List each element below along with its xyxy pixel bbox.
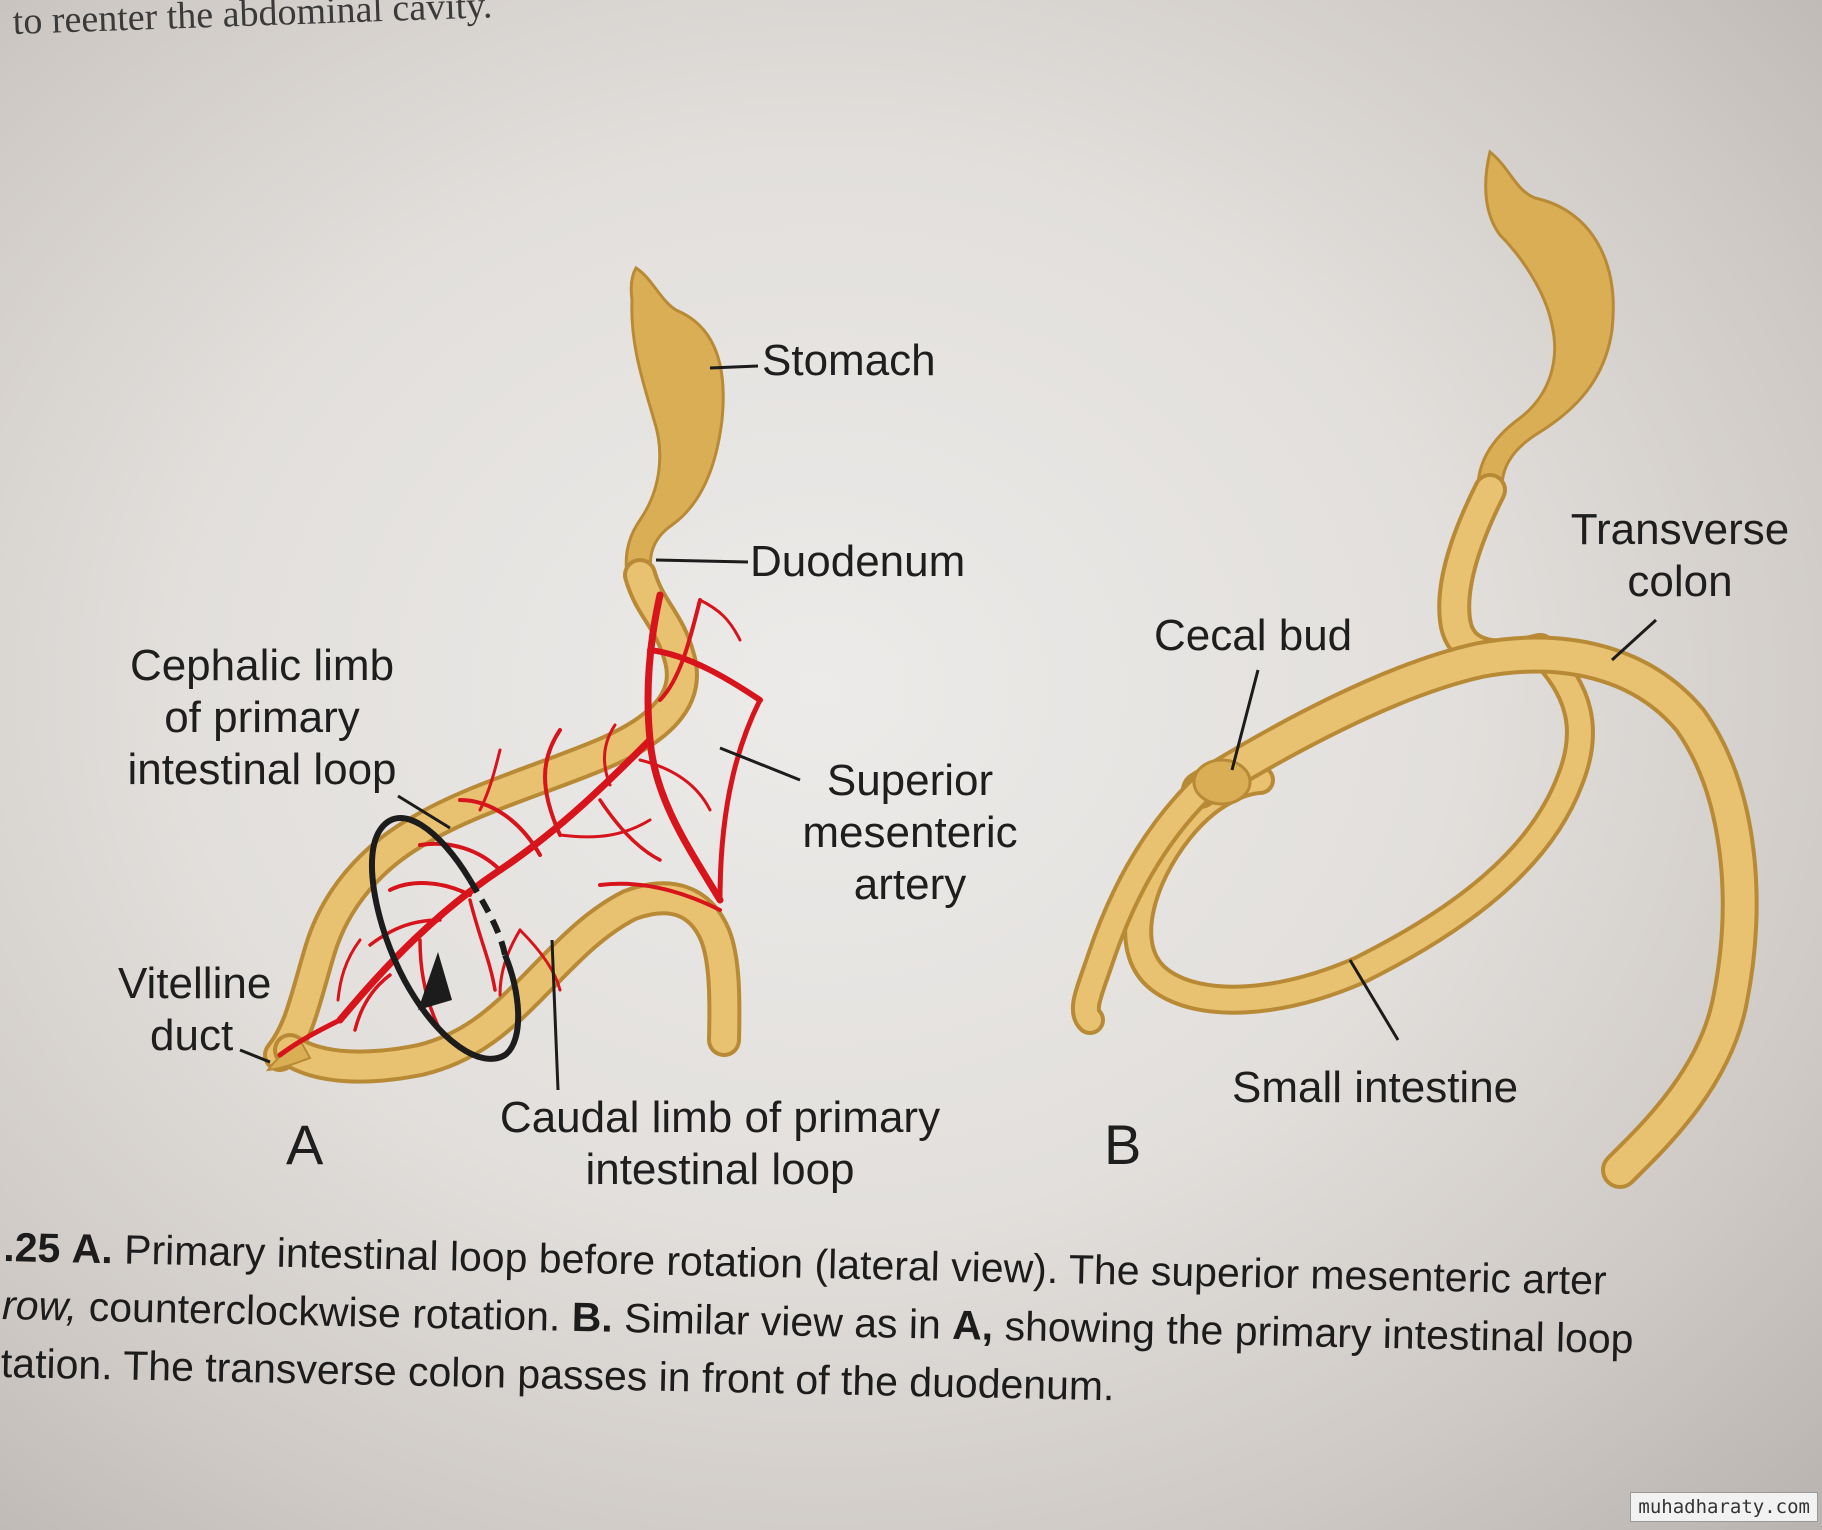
stomach-shape xyxy=(624,265,725,584)
label-cephalic-limb: Cephalic limb of primary intestinal loop xyxy=(102,640,422,796)
label-transverse-line2: colon xyxy=(1627,557,1733,606)
label-cecal-bud: Cecal bud xyxy=(1154,611,1353,660)
label-cephalic-limb-line3: intestinal loop xyxy=(127,745,397,794)
label-sma-line3: artery xyxy=(853,860,967,909)
superior-mesenteric-artery-tree xyxy=(277,591,763,1058)
label-cephalic-limb-line2: of primary xyxy=(164,693,360,742)
label-caudal-line1: Caudal limb of primary xyxy=(499,1093,941,1142)
label-vitelline-line1: Vitelline xyxy=(118,959,272,1008)
label-caudal-limb: Caudal limb of primary intestinal loop xyxy=(470,1092,970,1196)
caption-line2-text3: showing the primary intestinal loop xyxy=(1004,1302,1634,1363)
panel-a-leader-lines xyxy=(239,364,801,1091)
label-cephalic-limb-line1: Cephalic limb xyxy=(129,641,395,690)
caption-line2-text2: Similar view as in xyxy=(623,1295,942,1348)
label-sma-line2: mesenteric xyxy=(802,808,1018,857)
caption-a-label: A. xyxy=(71,1225,114,1273)
label-small-intestine: Small intestine xyxy=(1232,1063,1519,1112)
watermark: muhadharaty.com xyxy=(1630,1492,1818,1522)
panel-b-gut-tube xyxy=(1070,149,1759,1189)
cecal-bud-shape xyxy=(1192,758,1252,806)
panel-letter-b: B xyxy=(1104,1113,1142,1176)
loop-bottom-tube xyxy=(273,881,742,1084)
label-vitelline-duct: Vitelline duct xyxy=(118,958,298,1062)
label-superior-mesenteric-artery: Superior mesenteric artery xyxy=(780,755,1040,911)
panel-letter-a: A xyxy=(286,1113,324,1176)
caption-line2-italic: row, xyxy=(1,1281,78,1330)
caption-line2-text1: counterclockwise rotation. xyxy=(88,1283,561,1340)
caption-fig-number: .25 xyxy=(2,1223,61,1272)
label-transverse-line1: Transverse xyxy=(1570,505,1790,554)
label-vitelline-line2: duct xyxy=(150,1011,234,1060)
label-sma-line1: Superior xyxy=(826,756,994,805)
stomach-b-shape xyxy=(1476,149,1615,497)
panel-b-leader-lines xyxy=(1230,618,1658,1041)
caption-a-ref: A, xyxy=(951,1301,994,1349)
rotation-arrow xyxy=(368,815,522,1062)
rotation-arrow-head xyxy=(418,952,452,1010)
label-stomach: Stomach xyxy=(762,336,936,385)
label-transverse-colon: Transverse colon xyxy=(1560,504,1800,608)
caption-b-label: B. xyxy=(571,1293,614,1341)
label-duodenum: Duodenum xyxy=(750,537,966,586)
label-caudal-line2: intestinal loop xyxy=(585,1145,855,1194)
